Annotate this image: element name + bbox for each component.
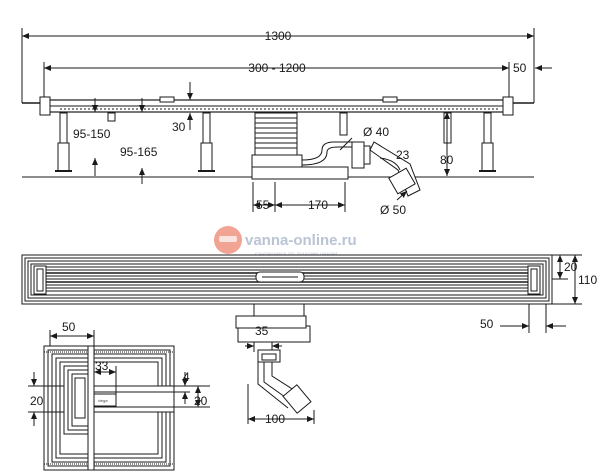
overall-length-label: 1300: [265, 29, 292, 43]
plan-end-offset-label: 50: [480, 317, 494, 331]
outlet-angle-label: 23: [396, 148, 410, 162]
plan-edge-label: 20: [564, 260, 578, 274]
frame-height-label: 30: [172, 120, 186, 134]
outlet-offset-b-label: 170: [308, 198, 328, 212]
plan-width-label: 110: [578, 273, 597, 287]
foot-range-a-label: 95-150: [73, 127, 111, 141]
outlet-offset-a-label: 55: [256, 198, 270, 212]
watermark-url: vanna-online.ru: [245, 232, 357, 249]
detail-gap-label: 4: [183, 370, 190, 384]
channel-length-label: 300 - 1200: [248, 61, 306, 75]
foot-range-b-label: 95-165: [120, 145, 158, 159]
outlet-drop-label: 80: [440, 153, 454, 167]
support-legs: [55, 112, 496, 172]
corner-detail: [28, 330, 210, 471]
detail-right-label: 20: [194, 394, 208, 408]
end-offset-top-label: 50: [513, 61, 527, 75]
detail-left-label: 20: [30, 394, 44, 408]
siphon-elbow: [257, 349, 312, 414]
siphon-reach-label: 100: [265, 412, 285, 426]
side-view: [21, 28, 552, 212]
siphon-width-label: 35: [255, 324, 269, 338]
detail-inner-label: 33: [95, 359, 109, 373]
outlet-diameter-small-label: Ø 40: [363, 125, 389, 139]
siphon-body: [251, 112, 421, 197]
detail-width-label: 50: [62, 320, 76, 334]
outlet-diameter-large-label: Ø 50: [380, 203, 406, 217]
brand-label: viega: [98, 398, 108, 403]
plan-view: [21, 254, 582, 424]
watermark: vanna-online.ru сантехника по лучшим цен…: [214, 226, 357, 258]
